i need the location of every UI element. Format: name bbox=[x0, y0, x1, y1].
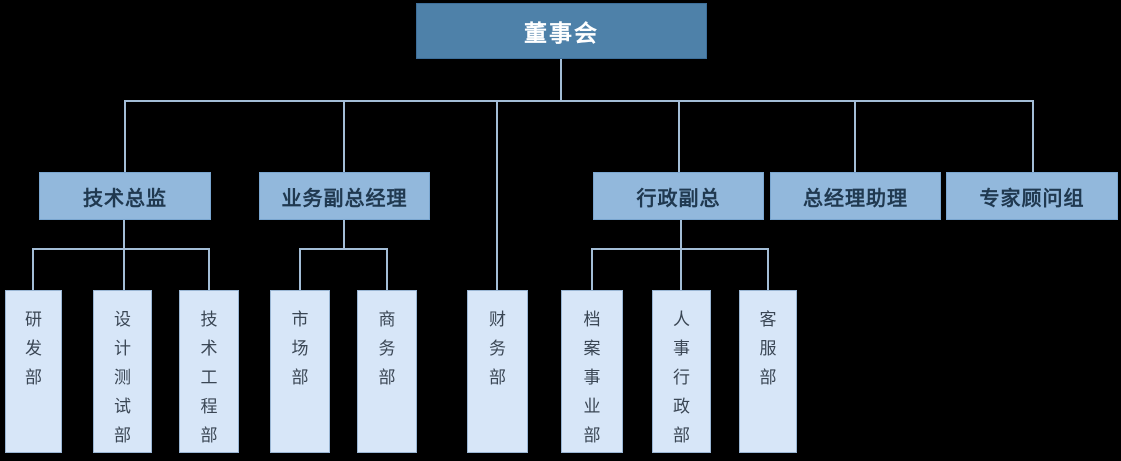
org-node-label: 设计测试部 bbox=[114, 310, 131, 445]
connector-line bbox=[343, 220, 345, 250]
org-node-business-deputy-gm[interactable]: 业务副总经理 bbox=[259, 172, 430, 220]
connector-line bbox=[591, 248, 593, 290]
connector-line bbox=[1032, 100, 1034, 172]
connector-line bbox=[124, 100, 1034, 102]
connector-line bbox=[124, 100, 126, 172]
org-node-label: 市场部 bbox=[291, 310, 309, 387]
org-node-label: 商务部 bbox=[378, 310, 396, 387]
org-node-finance-dept[interactable]: 财务部 bbox=[467, 290, 528, 453]
connector-line bbox=[678, 100, 680, 172]
org-node-marketing-dept[interactable]: 市场部 bbox=[270, 290, 330, 453]
org-node-label: 档案事业部 bbox=[583, 310, 601, 445]
connector-line bbox=[299, 248, 301, 290]
connector-line bbox=[591, 248, 769, 250]
connector-line bbox=[680, 220, 682, 290]
org-node-board[interactable]: 董事会 bbox=[416, 3, 707, 59]
connector-line bbox=[343, 100, 345, 172]
org-node-gm-assistant[interactable]: 总经理助理 bbox=[770, 172, 941, 220]
org-node-label: 总经理助理 bbox=[803, 187, 908, 210]
org-node-label: 客服部 bbox=[759, 310, 777, 387]
org-node-label: 董事会 bbox=[524, 20, 599, 46]
connector-line bbox=[299, 248, 388, 250]
org-node-expert-advisory-group[interactable]: 专家顾问组 bbox=[946, 172, 1118, 220]
connector-line bbox=[386, 248, 388, 290]
org-node-design-testing-dept[interactable]: 设计测试部 bbox=[93, 290, 152, 453]
org-node-label: 人事行政部 bbox=[673, 310, 690, 445]
org-node-label: 专家顾问组 bbox=[979, 187, 1085, 210]
connector-line bbox=[854, 100, 856, 172]
connector-line bbox=[32, 248, 34, 290]
connector-line bbox=[32, 248, 210, 250]
org-node-commerce-dept[interactable]: 商务部 bbox=[357, 290, 417, 453]
connector-line bbox=[496, 100, 498, 290]
org-node-customer-service-dept[interactable]: 客服部 bbox=[739, 290, 797, 453]
connector-line bbox=[767, 248, 769, 290]
org-node-label: 业务副总经理 bbox=[281, 187, 408, 210]
org-node-hr-admin-dept[interactable]: 人事行政部 bbox=[652, 290, 711, 453]
org-node-tech-engineering-dept[interactable]: 技术工程部 bbox=[179, 290, 239, 453]
org-node-admin-deputy-gm[interactable]: 行政副总 bbox=[593, 172, 764, 220]
connector-line bbox=[560, 59, 562, 102]
org-node-archives-business-dept[interactable]: 档案事业部 bbox=[561, 290, 623, 453]
connector-line bbox=[208, 248, 210, 290]
org-node-tech-director[interactable]: 技术总监 bbox=[39, 172, 211, 220]
org-node-label: 财务部 bbox=[489, 310, 506, 387]
org-node-label: 研发部 bbox=[25, 310, 42, 387]
org-node-label: 技术工程部 bbox=[200, 310, 218, 445]
org-node-label: 技术总监 bbox=[83, 187, 167, 210]
org-node-label: 行政副总 bbox=[636, 187, 721, 210]
connector-line bbox=[123, 220, 125, 290]
org-node-rd-dept[interactable]: 研发部 bbox=[5, 290, 62, 453]
